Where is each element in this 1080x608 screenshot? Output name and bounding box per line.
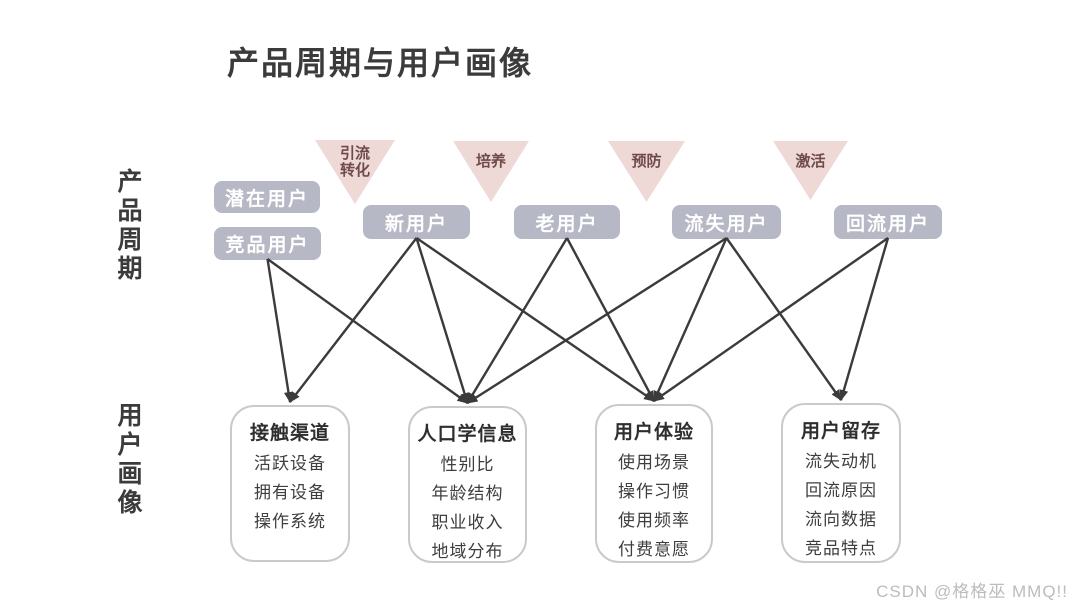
triangle-prevent-label: 预防 (631, 153, 662, 170)
triangle-activate: 激活 (773, 141, 848, 200)
persona-title: 用户体验 (613, 422, 694, 443)
edge-returning-to-experience (653, 237, 889, 402)
persona-item-list: 活跃设备 拥有设备 操作系统 (232, 449, 348, 536)
triangle-cultivate-label: 培养 (475, 153, 506, 170)
persona-item-list: 流失动机 回流原因 流向数据 竞品特点 (783, 447, 899, 563)
persona-item: 使用场景 (618, 453, 690, 472)
persona-item: 地域分布 (431, 542, 504, 561)
persona-item: 活跃设备 (254, 454, 326, 473)
side-label-product-cycle: 产品周期 (114, 168, 142, 284)
edge-new-to-demographics (415, 237, 469, 404)
side-label-user-persona: 用户画像 (114, 402, 142, 518)
stage-box-old-users: 老用户 (514, 205, 620, 239)
page-title: 产品周期与用户画像 (227, 45, 534, 81)
persona-box-user-retention: 用户留存 流失动机 回流原因 流向数据 竞品特点 (781, 403, 901, 563)
persona-item: 付费意愿 (618, 540, 690, 559)
watermark: CSDN @格格巫 MMQ!! (876, 582, 1068, 601)
stage-box-potential-users: 潜在用户 (214, 181, 320, 213)
persona-box-demographics: 人口学信息 性别比 年龄结构 职业收入 地域分布 (408, 406, 527, 563)
edge-new-to-experience (415, 237, 655, 402)
persona-title: 接触渠道 (249, 423, 330, 444)
edge-new-to-channels (289, 237, 418, 403)
triangle-cultivate: 培养 (453, 141, 529, 202)
triangle-prevent: 预防 (608, 141, 685, 202)
persona-item: 职业收入 (431, 513, 504, 532)
edge-returning-to-retention (839, 237, 890, 401)
persona-item: 回流原因 (805, 481, 877, 500)
edge-churned-to-experience (652, 237, 728, 402)
persona-box-user-experience: 用户体验 使用场景 操作习惯 使用频率 付费意愿 (595, 404, 713, 563)
persona-item: 年龄结构 (431, 484, 504, 503)
edge-churned-to-demographics (466, 236, 728, 405)
persona-item: 竞品特点 (805, 539, 877, 558)
persona-item: 拥有设备 (254, 483, 326, 502)
persona-item: 使用频率 (618, 511, 690, 530)
stage-box-new-users: 新用户 (363, 205, 470, 239)
persona-box-contact-channels: 接触渠道 活跃设备 拥有设备 操作系统 (230, 405, 350, 562)
triangle-convert-label: 引流 转化 (339, 145, 370, 179)
persona-title: 用户留存 (800, 421, 881, 442)
edge-old-to-demographics (466, 237, 569, 404)
triangle-convert: 引流 转化 (315, 140, 395, 204)
edge-competitor-to-demographics (266, 258, 469, 404)
persona-item: 操作习惯 (618, 482, 690, 501)
persona-item-list: 使用场景 操作习惯 使用频率 付费意愿 (597, 448, 711, 564)
persona-item: 流向数据 (805, 510, 877, 529)
triangle-activate-label: 激活 (795, 153, 826, 170)
edge-competitor-to-channels (266, 258, 293, 403)
stage-box-competitor-users: 竞品用户 (214, 227, 321, 260)
persona-item: 性别比 (440, 455, 495, 474)
persona-title: 人口学信息 (417, 424, 518, 445)
persona-item-list: 性别比 年龄结构 职业收入 地域分布 (410, 450, 525, 566)
edge-old-to-experience (565, 237, 656, 402)
stage-box-churned-users: 流失用户 (672, 205, 781, 239)
edge-churned-to-retention (725, 237, 842, 401)
persona-item: 流失动机 (805, 452, 877, 471)
persona-item: 操作系统 (254, 512, 326, 531)
stage-box-returning-users: 回流用户 (834, 205, 942, 239)
